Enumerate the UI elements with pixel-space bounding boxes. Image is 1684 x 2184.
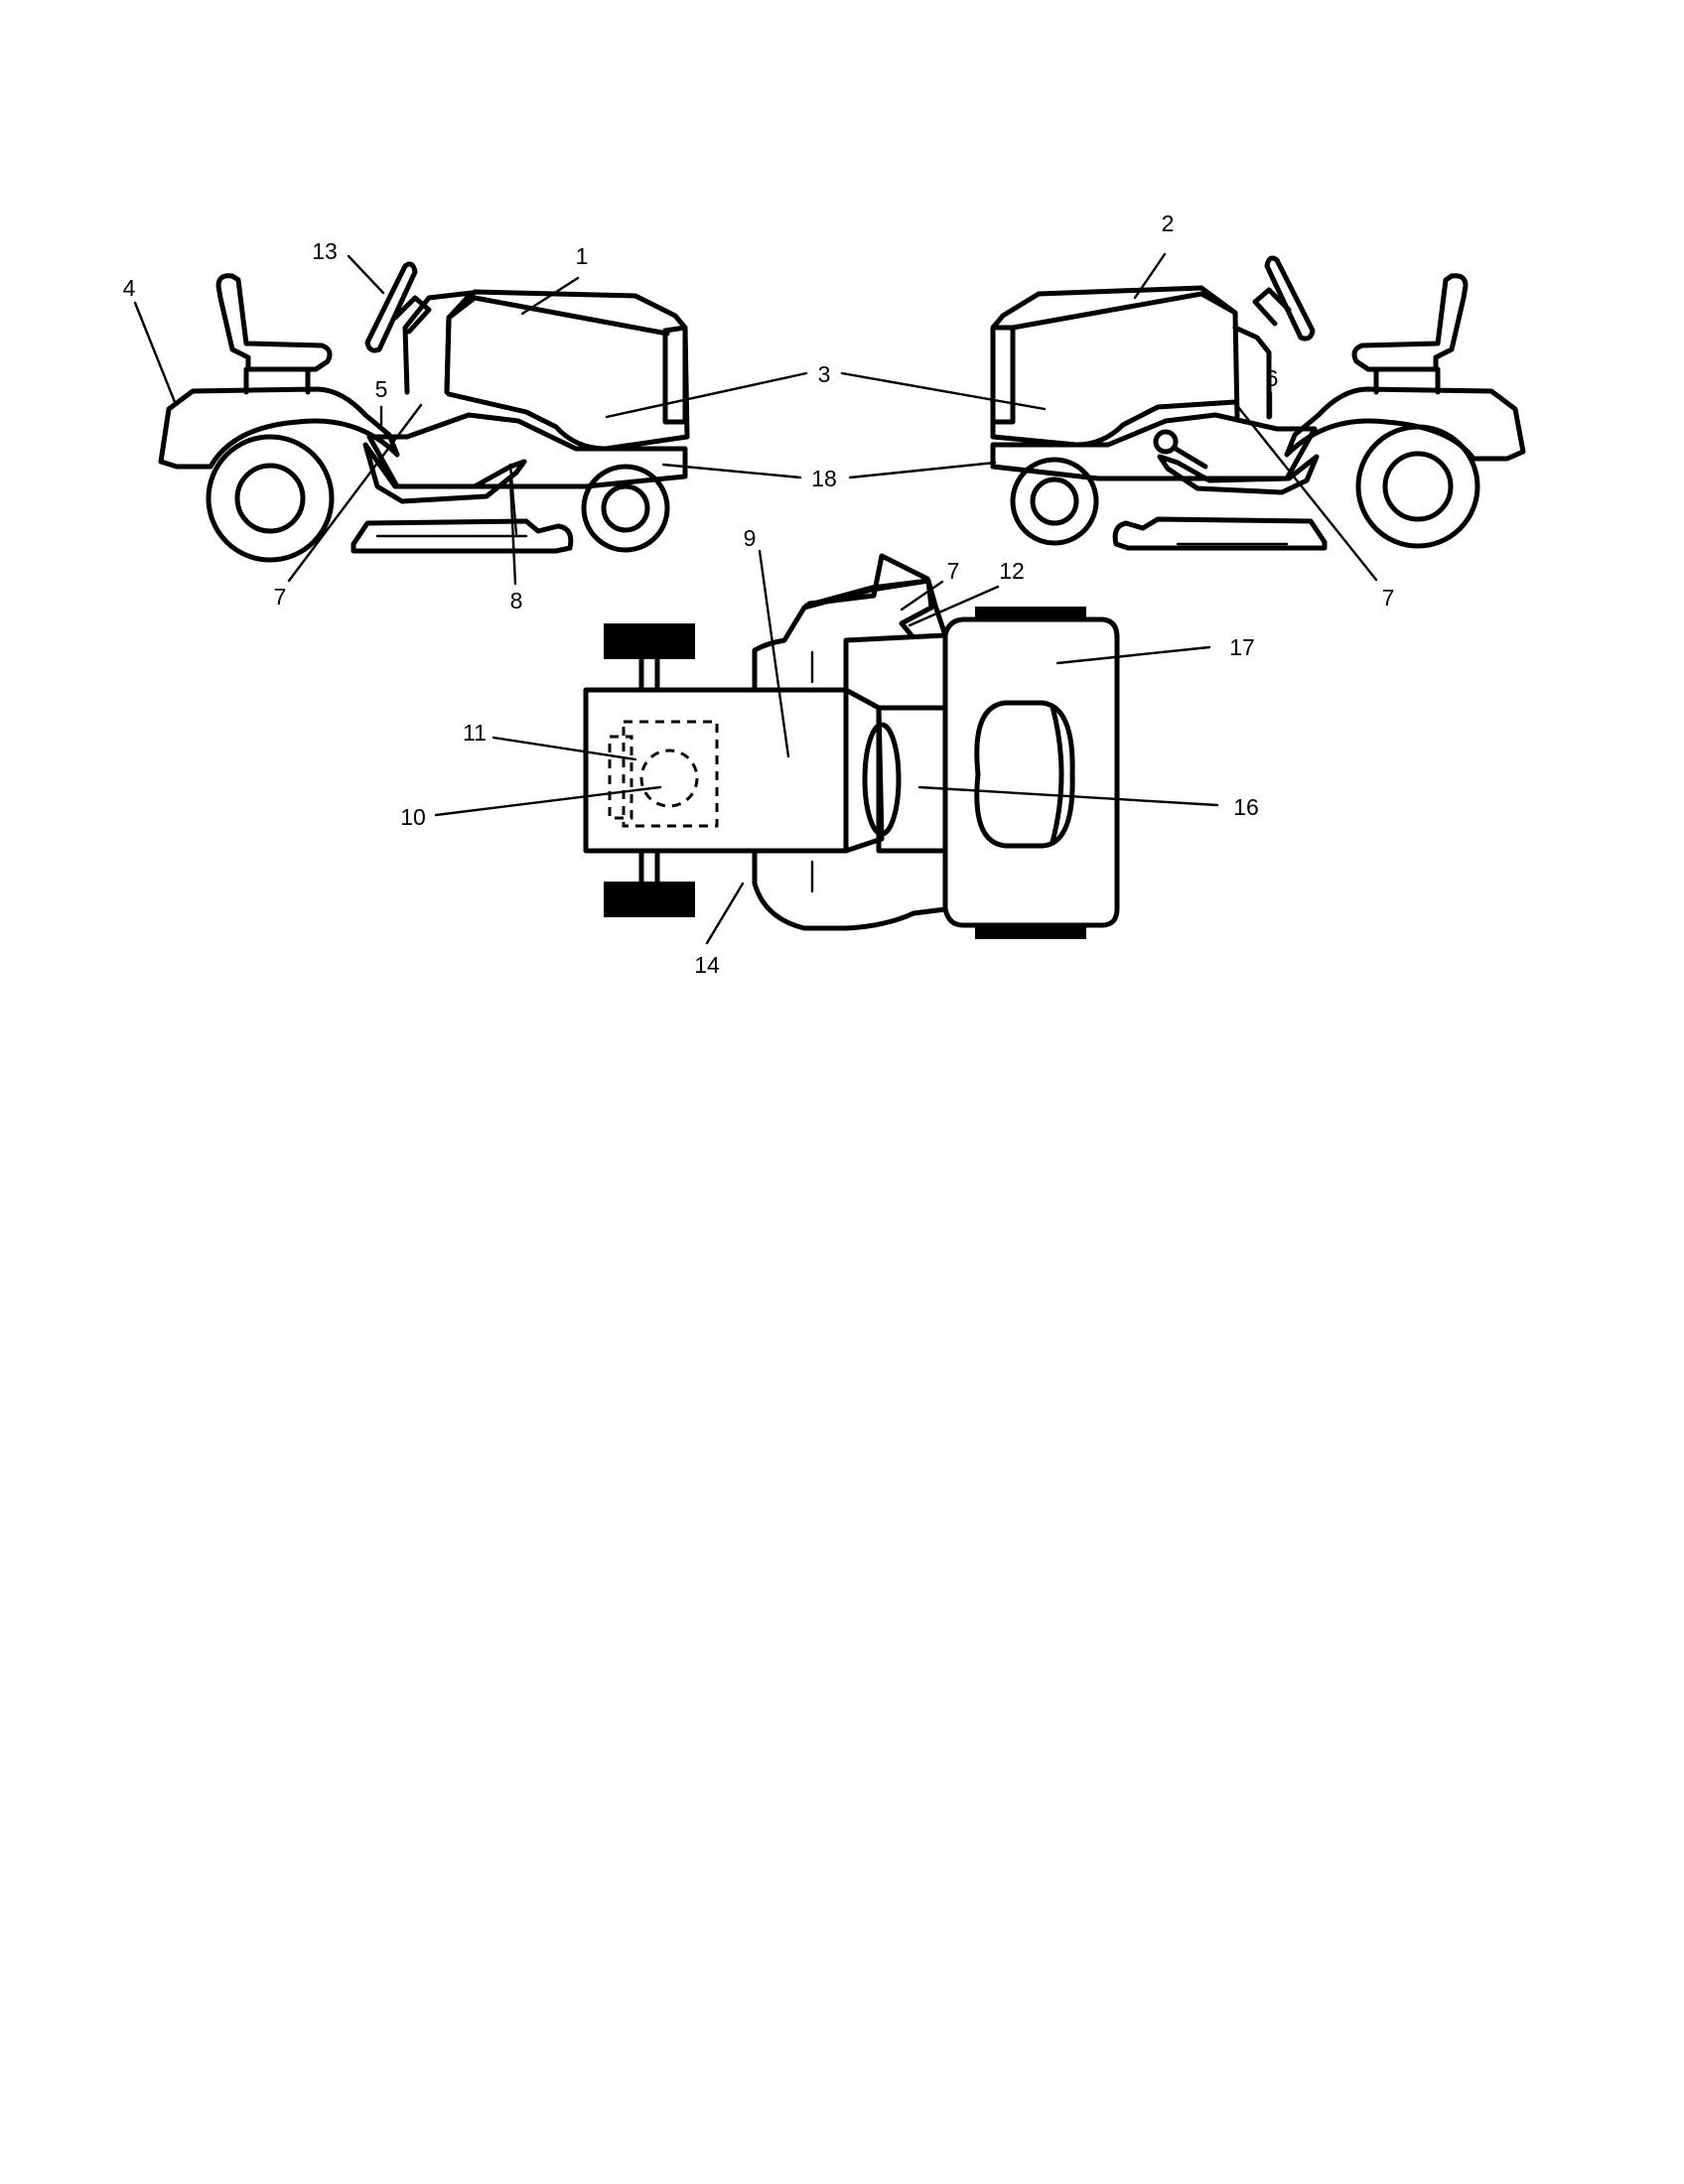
callout-9: 9 — [744, 525, 757, 551]
leader-18-right — [848, 461, 997, 479]
engine-cap-outline — [639, 749, 699, 808]
leader-1 — [520, 276, 580, 316]
leader-8 — [508, 478, 517, 586]
callout-labels: 1 2 3 4 5 6 7 7 7 8 9 10 11 12 13 14 16 … — [123, 210, 1395, 978]
mower-deck — [351, 518, 574, 554]
callout-6: 6 — [1266, 365, 1279, 391]
dash-panel — [1232, 325, 1272, 420]
grille — [662, 325, 688, 425]
leader-7-left — [287, 403, 423, 583]
front-wheel-hub — [1030, 477, 1079, 526]
leader-11 — [491, 736, 637, 761]
frame — [366, 412, 688, 489]
callout-12: 12 — [999, 558, 1025, 584]
seat — [1351, 273, 1469, 372]
deck-side-top — [752, 578, 948, 693]
engine-filter-outline — [608, 735, 633, 820]
front-wheel — [1010, 457, 1099, 546]
callout-2: 2 — [1162, 210, 1175, 236]
callout-1: 1 — [576, 243, 589, 269]
leader-3-right — [840, 371, 1047, 411]
leader-lines — [133, 252, 1378, 945]
callout-4: 4 — [123, 275, 136, 301]
pedal-bar — [362, 442, 527, 504]
lift-handle — [1173, 446, 1208, 470]
steering-wheel — [364, 261, 418, 353]
leader-3-left — [605, 371, 808, 419]
dash-oval — [862, 722, 902, 837]
seat-top — [974, 700, 1075, 849]
hood-crease — [1010, 291, 1238, 331]
callout-8: 8 — [510, 588, 523, 614]
leader-13 — [347, 254, 385, 295]
rear-tire-bottom — [975, 925, 1086, 939]
mower-deck — [1112, 516, 1328, 551]
leader-4 — [133, 301, 177, 404]
callout-7-top: 7 — [947, 558, 960, 584]
callout-16: 16 — [1233, 794, 1259, 820]
rear-wheel — [206, 434, 335, 563]
front-wheel-bottom — [604, 882, 695, 917]
grille — [990, 325, 1016, 425]
leader-17 — [1055, 645, 1211, 665]
lift-knob — [1153, 429, 1179, 455]
engine-outline — [622, 720, 719, 828]
chute-top — [806, 553, 930, 607]
front-wheel-top — [604, 623, 695, 659]
callout-14: 14 — [694, 952, 720, 978]
tractor-right-side-view — [990, 255, 1526, 551]
callout-3: 3 — [818, 361, 831, 387]
leader-2 — [1133, 252, 1167, 300]
rear-fender — [158, 386, 400, 470]
rear-body — [942, 616, 1120, 928]
seat — [215, 273, 333, 372]
callout-5: 5 — [375, 376, 388, 402]
rear-wheel-hub — [1382, 451, 1454, 522]
tractor-left-side-view — [158, 261, 690, 563]
front-axle-stub — [638, 656, 660, 885]
hood-crease — [446, 295, 670, 337]
leader-16 — [917, 785, 1219, 807]
discharge-chute — [803, 578, 934, 638]
leader-7-top — [900, 580, 944, 612]
callout-18: 18 — [811, 466, 837, 491]
rear-fender — [1284, 386, 1526, 462]
callout-17: 17 — [1229, 634, 1255, 660]
front-wheel-hub — [601, 483, 650, 533]
leader-9 — [758, 549, 790, 758]
callout-11: 11 — [463, 720, 487, 746]
steering-column — [1252, 287, 1292, 327]
leader-18-left — [661, 463, 802, 479]
leader-10 — [434, 785, 662, 817]
front-wheel — [581, 464, 670, 553]
pedal-bar — [1157, 454, 1320, 495]
callout-7-left: 7 — [274, 584, 287, 610]
rear-wheel — [1355, 424, 1480, 549]
rear-wheel-hub — [234, 463, 306, 534]
leader-14 — [705, 882, 745, 945]
callout-10: 10 — [400, 804, 426, 830]
tractor-top-view — [583, 553, 1120, 939]
deck-side-bottom — [752, 848, 948, 931]
callout-7-right: 7 — [1382, 585, 1395, 611]
steering-wheel — [1264, 255, 1316, 341]
callout-13: 13 — [312, 238, 338, 264]
frame — [990, 412, 1318, 481]
leader-12 — [908, 585, 1000, 627]
seat-back-top — [1050, 704, 1064, 845]
leader-7-right — [1236, 405, 1378, 582]
